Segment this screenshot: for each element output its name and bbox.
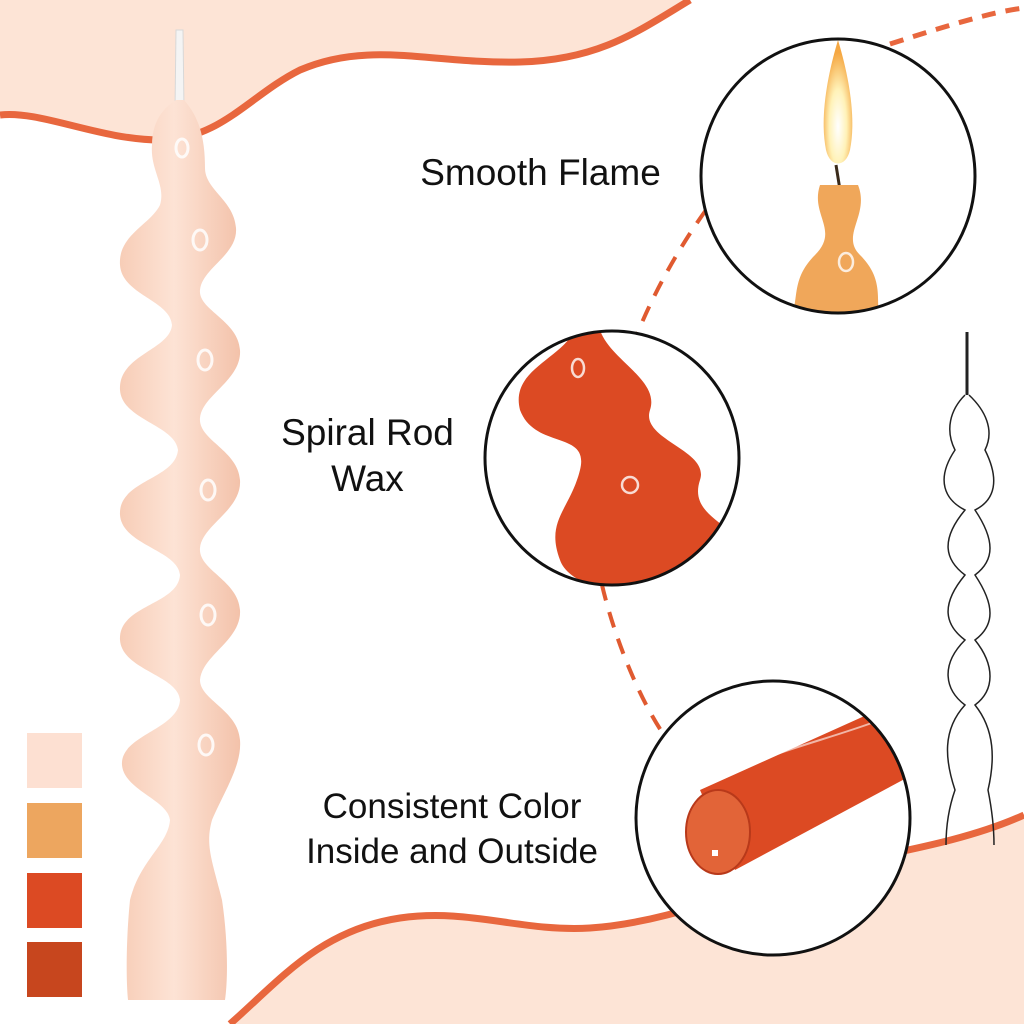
callout-consistent-color: Consistent Color Inside and Outside: [306, 787, 598, 871]
color-swatch-peach: [27, 733, 82, 788]
top-right-dash: [889, 5, 1024, 47]
top-left-wave-stroke: [0, 0, 692, 144]
candle-photo: [119, 29, 241, 1000]
flame-closeup: [701, 39, 975, 313]
bottom-right-wave: [230, 815, 1024, 1024]
callout-smooth-flame: Smooth Flame: [420, 152, 661, 193]
candle-outline-drawing: [943, 332, 995, 846]
color-swatch-apricot: [27, 803, 82, 858]
base-closeup: [636, 681, 910, 955]
bottom-right-wave-stroke: [227, 811, 1024, 1024]
color-swatch-burnt-orange: [27, 942, 82, 997]
top-left-wave: [0, 0, 690, 140]
color-swatch-orange: [27, 873, 82, 928]
spiral-closeup: [485, 331, 739, 585]
callout-spiral-rod-wax: Spiral Rod Wax: [281, 412, 454, 499]
